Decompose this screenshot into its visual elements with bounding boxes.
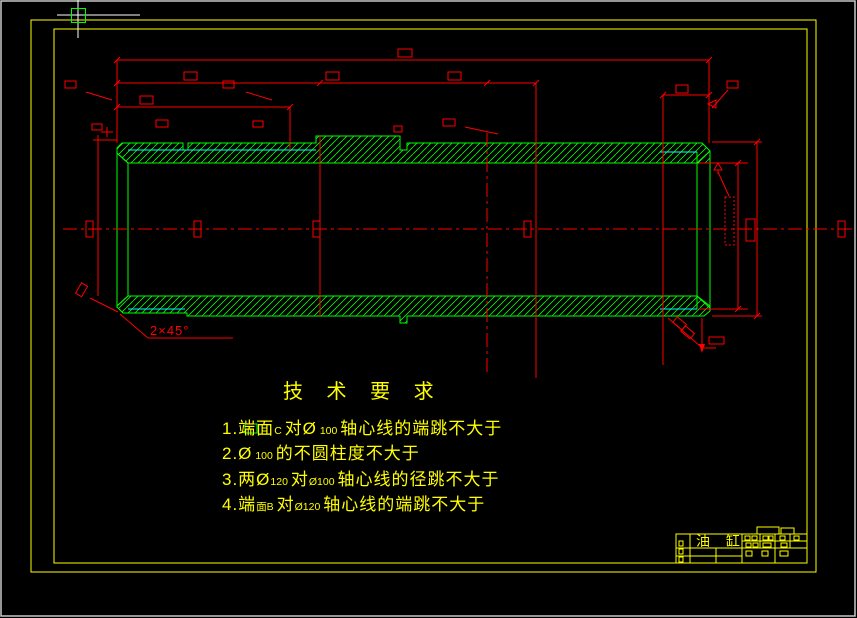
- tech-line-3: 3.两Ø120 对Ø100 轴心线的径跳不大于: [222, 470, 499, 489]
- chamfer-callout: 2×45°: [119, 313, 233, 339]
- title-block-tiny-text: [678, 535, 800, 563]
- dimension-text-boxes: [64, 48, 756, 345]
- pickbox: [71, 8, 86, 23]
- drawing-frame: [30, 19, 817, 573]
- datum-flag-icon: [713, 161, 723, 174]
- centerline-dim-texts: [85, 220, 846, 238]
- chamfer-line: [116, 152, 129, 164]
- title-block-stamp-cell: [780, 527, 795, 535]
- tech-line-1: 1.端面C 对Ø 100 轴心线的端跳不大于: [222, 419, 502, 438]
- cursor-crosshair[interactable]: [57, 0, 140, 38]
- chamfer-line: [116, 295, 129, 307]
- cylinder-section-view: [116, 135, 711, 324]
- chamfer-line: [696, 150, 711, 164]
- datum-arrow-icon: [706, 99, 717, 109]
- frame-outer: [30, 19, 817, 573]
- tech-line-4: 4.端面B 对Ø120 轴心线的端跳不大于: [222, 495, 485, 514]
- leader-lines: [85, 89, 730, 349]
- down-arrow-leader: [699, 318, 705, 353]
- tech-requirements-title: 技 术 要 求: [283, 380, 443, 403]
- cylinder-top-wall: [116, 135, 711, 164]
- title-block-stamp-cell: [756, 526, 780, 535]
- tech-line-2: 2.Ø 100 的不圆柱度不大于: [222, 444, 420, 463]
- datum-mark-overlay: [244, 423, 258, 434]
- dimension-ticks: [113, 56, 761, 320]
- tech-requirements: 技 术 要 求 1.端面C 对Ø 100 轴心线的端跳不大于 2.Ø 100 的…: [222, 380, 502, 514]
- chamfer-label: 2×45°: [150, 323, 189, 338]
- frame-inner: [53, 28, 808, 564]
- dimension-layer: 2×45°: [63, 48, 852, 378]
- part-name: 油 缸: [696, 533, 746, 549]
- chamfer-line: [696, 295, 711, 309]
- title-block: 油 缸: [675, 526, 808, 564]
